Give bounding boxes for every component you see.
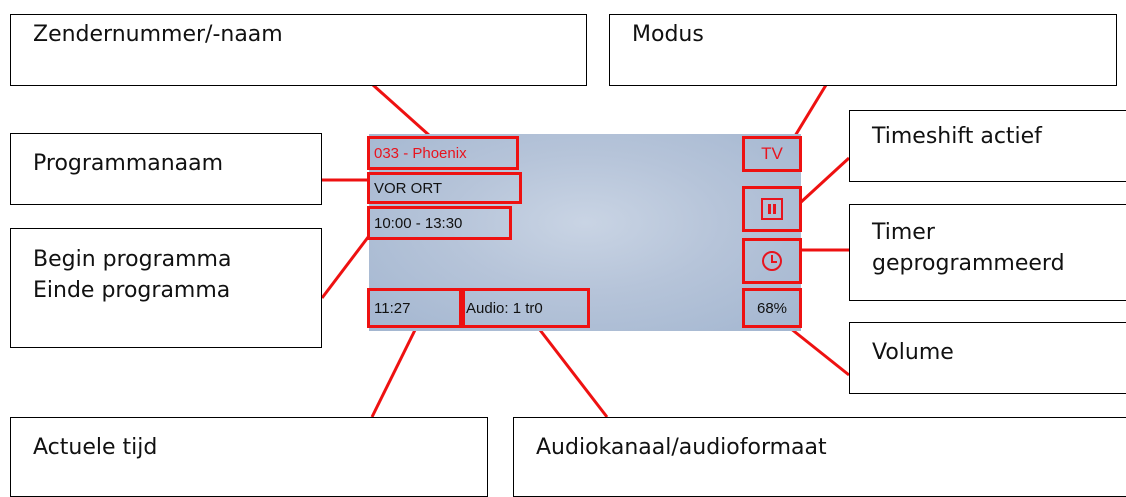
callout-channel-text: Zendernummer/-naam	[33, 22, 283, 47]
osd-screen	[369, 134, 801, 331]
callout-mode: Modus	[609, 14, 1117, 86]
connector-timeshift	[798, 156, 851, 205]
osd-program-text: VOR ORT	[374, 179, 443, 197]
callout-volume: Volume	[849, 322, 1126, 394]
osd-audio-text: Audio: 1 tr0	[466, 299, 543, 317]
osd-channel: 033 - Phoenix	[367, 136, 519, 170]
callout-mode-text: Modus	[632, 22, 704, 47]
callout-program-name: Programmanaam	[10, 133, 322, 205]
osd-mode: TV	[742, 136, 802, 172]
osd-volume: 68%	[742, 288, 802, 328]
pause-icon	[761, 198, 783, 220]
osd-times-text: 10:00 - 13:30	[374, 214, 463, 232]
osd-audio: Audio: 1 tr0	[462, 288, 590, 328]
connector-mode	[793, 84, 828, 137]
callout-channel: Zendernummer/-naam	[10, 14, 587, 86]
callout-timer-line1: Timer	[872, 220, 935, 245]
callout-audio-text: Audiokanaal/audioformaat	[536, 435, 827, 460]
osd-mode-text: TV	[761, 144, 783, 163]
callout-audio: Audiokanaal/audioformaat	[513, 417, 1126, 497]
osd-channel-text: 033 - Phoenix	[374, 144, 467, 162]
callout-volume-text: Volume	[872, 340, 954, 365]
osd-clock: 11:27	[367, 288, 462, 328]
callout-current-time-text: Actuele tijd	[33, 435, 158, 460]
callout-program-times: Begin programma Einde programma	[10, 228, 322, 348]
callout-timeshift: Timeshift actief	[849, 110, 1126, 182]
connector-lines	[320, 83, 851, 418]
connector-volume	[789, 326, 850, 377]
connector-clock	[370, 329, 417, 418]
osd-volume-text: 68%	[756, 299, 788, 317]
clock-icon	[762, 251, 782, 271]
callout-current-time: Actuele tijd	[10, 417, 488, 497]
callout-program-name-text: Programmanaam	[33, 151, 224, 176]
callout-times-line1: Begin programma	[33, 247, 232, 272]
osd-timeshift	[742, 186, 802, 232]
callout-timer: Timer geprogrammeerd	[849, 204, 1126, 301]
osd-program: VOR ORT	[367, 172, 522, 204]
connector-channel	[371, 83, 432, 138]
osd-clock-text: 11:27	[374, 299, 411, 317]
osd-timer	[742, 238, 802, 284]
connector-audio	[538, 329, 609, 418]
callout-timeshift-text: Timeshift actief	[872, 124, 1042, 149]
callout-times-line2: Einde programma	[33, 278, 231, 303]
callout-timer-line2: geprogrammeerd	[872, 251, 1065, 276]
osd-times: 10:00 - 13:30	[367, 206, 512, 240]
connector-times	[320, 227, 377, 299]
